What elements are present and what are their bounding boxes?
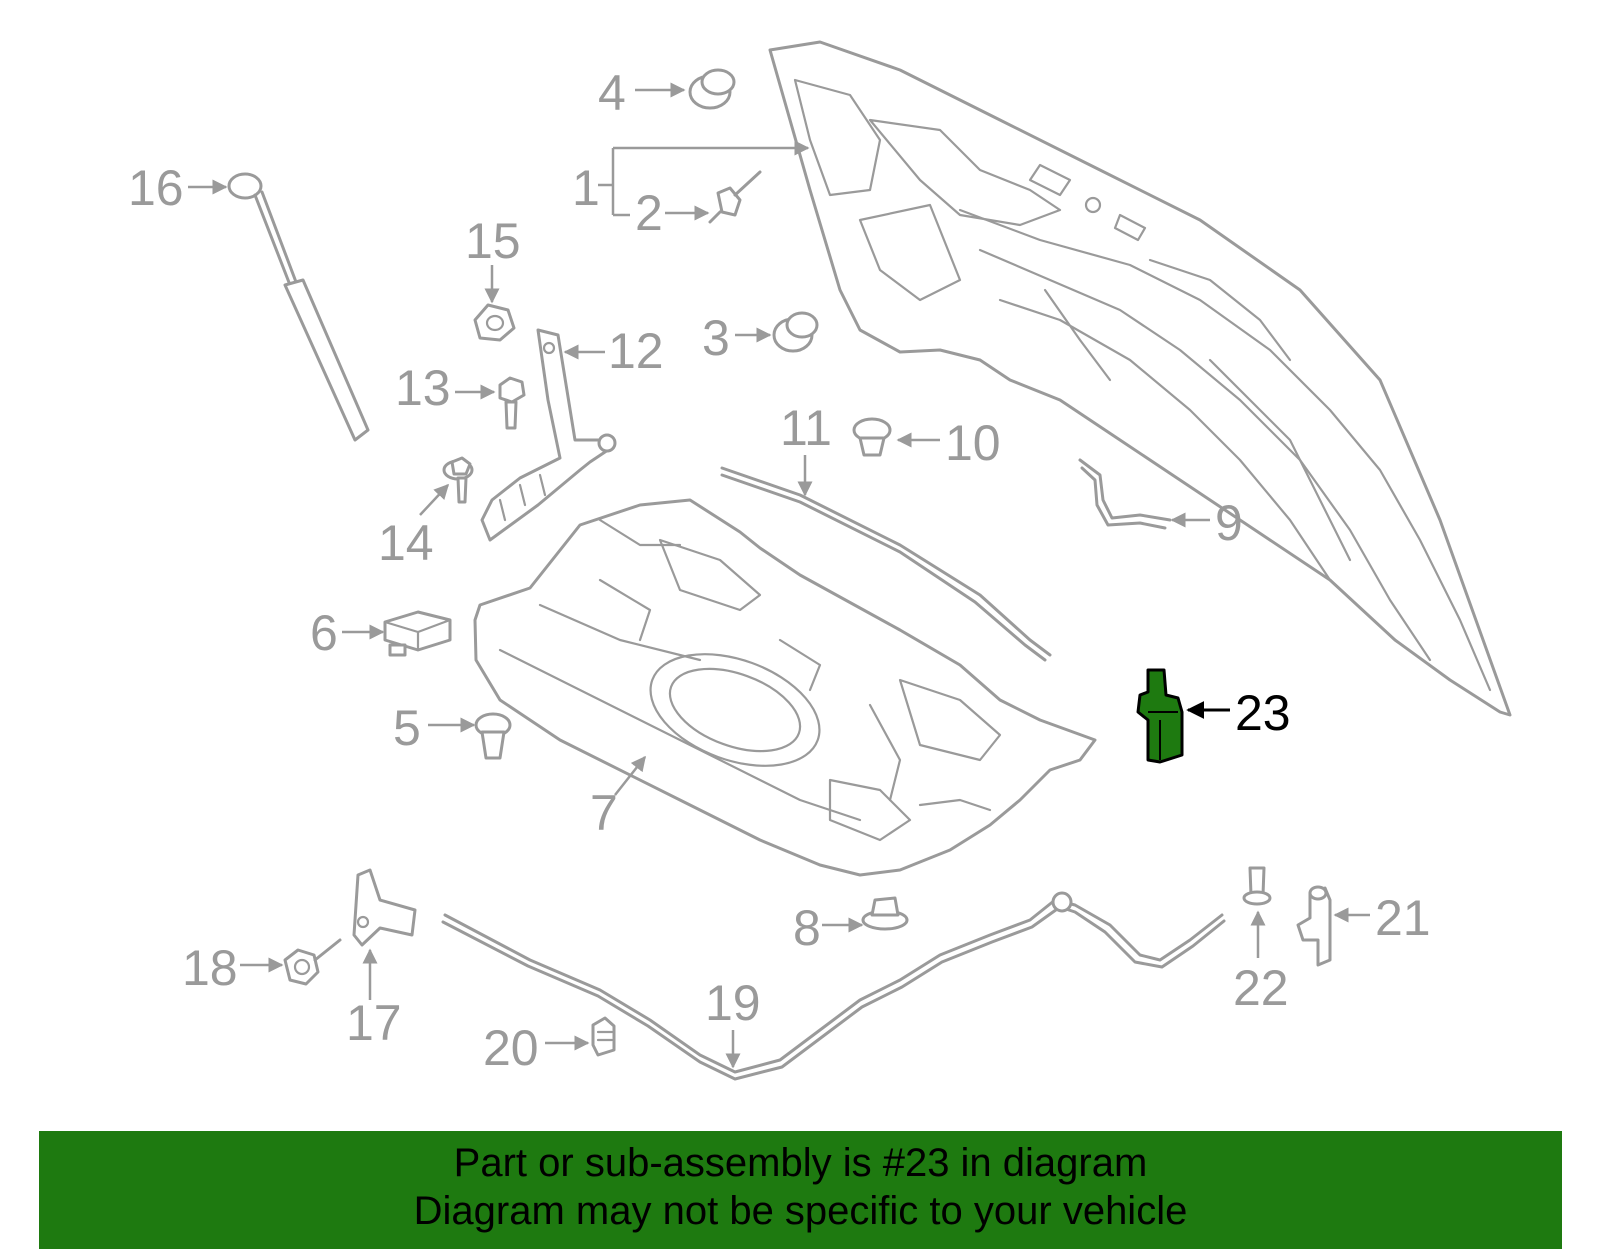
callout-17: 17	[346, 948, 402, 1051]
part-18-bolt	[283, 938, 342, 986]
part-19-cable	[441, 891, 1226, 1081]
callout-2: 2	[635, 185, 710, 241]
callout-9: 9	[1170, 495, 1243, 551]
callout-14: 14	[378, 483, 450, 571]
info-banner: Part or sub-assembly is #23 in diagram D…	[39, 1131, 1562, 1249]
label-9: 9	[1215, 495, 1243, 551]
part-6-connector	[383, 610, 452, 657]
callout-10: 10	[896, 415, 1001, 471]
parts-diagram: 1 2 4 3 16	[128, 40, 1512, 1081]
label-16: 16	[128, 160, 184, 216]
label-19: 19	[705, 975, 761, 1031]
callout-13: 13	[395, 360, 496, 416]
hood-panel	[768, 40, 1512, 717]
callout-19: 19	[705, 975, 761, 1069]
part-16-strut	[227, 172, 370, 442]
callout-8: 8	[793, 900, 864, 956]
part-2-clip	[708, 170, 762, 224]
part-20-pin	[591, 1016, 616, 1057]
part-9-prop-rod	[1078, 458, 1172, 530]
callout-5: 5	[393, 700, 476, 756]
label-14: 14	[378, 515, 434, 571]
label-1: 1	[572, 160, 600, 216]
label-7: 7	[590, 785, 618, 841]
part-3-bumper	[772, 311, 819, 353]
label-10: 10	[945, 415, 1001, 471]
banner-line-2: Diagram may not be specific to your vehi…	[413, 1189, 1188, 1233]
label-20: 20	[483, 1020, 539, 1076]
callout-12: 12	[563, 323, 664, 379]
callout-15: 15	[465, 213, 521, 304]
label-15: 15	[465, 213, 521, 269]
callout-1: 1	[572, 148, 808, 217]
label-4: 4	[598, 65, 626, 121]
callout-4: 4	[598, 65, 686, 121]
label-2: 2	[635, 185, 663, 241]
part-22-pin	[1242, 866, 1272, 906]
label-6: 6	[310, 605, 338, 661]
part-7-insulator	[473, 498, 1097, 877]
callout-11: 11	[780, 400, 832, 497]
part-14-bolt	[442, 456, 474, 504]
label-17: 17	[346, 995, 402, 1051]
part-23-switch-highlighted	[1136, 668, 1184, 764]
banner-line-1: Part or sub-assembly is #23 in diagram	[453, 1141, 1148, 1185]
callout-3: 3	[702, 310, 772, 366]
callout-23: 23	[1186, 685, 1291, 741]
part-11-weatherstrip	[720, 466, 1052, 662]
callout-20: 20	[483, 1020, 590, 1076]
part-10-pushpin	[852, 417, 892, 457]
part-13-bolt	[498, 376, 526, 430]
label-18: 18	[182, 940, 238, 996]
callout-16: 16	[128, 160, 228, 216]
label-8: 8	[793, 900, 821, 956]
part-17-bracket	[352, 868, 417, 947]
part-5-clip	[474, 712, 512, 760]
label-3: 3	[702, 310, 730, 366]
callout-22: 22	[1233, 910, 1289, 1016]
part-12-hinge	[480, 328, 617, 542]
part-4-bumper	[688, 68, 736, 110]
part-8-grommet	[861, 896, 909, 931]
label-23: 23	[1235, 685, 1291, 741]
callout-7: 7	[590, 755, 646, 841]
part-15-grommet	[473, 303, 516, 342]
label-11: 11	[780, 400, 832, 456]
part-21-latch	[1296, 885, 1332, 967]
label-22: 22	[1233, 960, 1289, 1016]
label-13: 13	[395, 360, 451, 416]
label-21: 21	[1375, 890, 1431, 946]
callout-18: 18	[182, 940, 284, 996]
callout-6: 6	[310, 605, 385, 661]
callout-21: 21	[1333, 890, 1431, 946]
label-5: 5	[393, 700, 421, 756]
label-12: 12	[608, 323, 664, 379]
